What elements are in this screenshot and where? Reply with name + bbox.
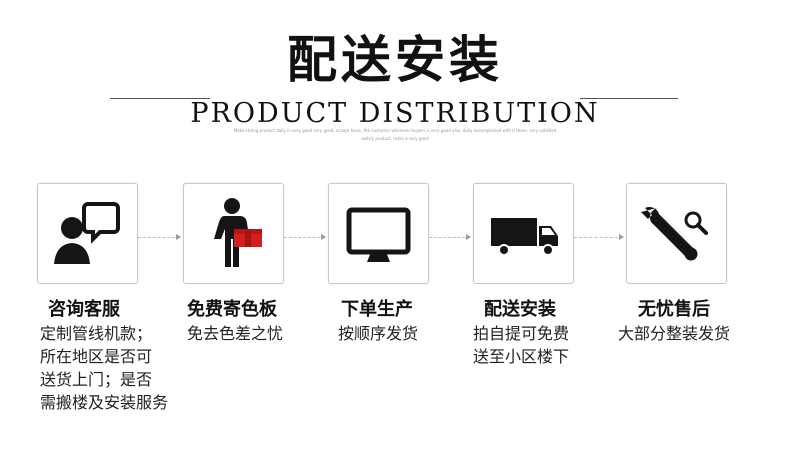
step-box-delivery (473, 183, 574, 284)
arrow-right-icon (321, 234, 326, 240)
arrow-right-icon (176, 234, 181, 240)
divider-left (110, 98, 210, 99)
desc-line: 按顺序发货 (338, 324, 419, 343)
delivery-person-icon (214, 198, 262, 267)
connector-1 (138, 237, 180, 238)
fine-print-line-1: Make strong product daily in very good v… (233, 128, 557, 133)
truck-icon (491, 218, 558, 256)
desc-line: 大部分整装发货 (618, 324, 731, 343)
connector-4 (574, 237, 623, 238)
arrow-right-icon (466, 234, 471, 240)
step-title-delivery: 配送安装 (484, 299, 556, 320)
desc-line: 定制管线机款； (40, 324, 153, 343)
page-title: 配送安装 (287, 31, 503, 89)
step-box-consult (37, 183, 138, 284)
desc-line: 拍自提可免费 (473, 324, 570, 343)
step-box-aftersales (626, 183, 727, 284)
step-desc-delivery: 拍自提可免费 送至小区楼下 (473, 322, 569, 368)
step-box-sample (183, 183, 284, 284)
step-desc-consult: 定制管线机款； 所在地区是否可 送货上门；是否 需搬楼及安装服务 (40, 322, 168, 414)
step-title-production: 下单生产 (341, 299, 413, 320)
step-box-production (328, 183, 429, 284)
desc-line: 需搬楼及安装服务 (40, 393, 169, 412)
wrench-icon (641, 206, 708, 261)
step-desc-production: 按顺序发货 (338, 322, 418, 345)
desc-line: 送货上门；是否 (40, 370, 153, 389)
customer-service-icon (54, 202, 120, 264)
fine-print-line-2: satisfy product, tasks a very good (361, 136, 429, 141)
step-desc-aftersales: 大部分整装发货 (618, 322, 730, 345)
connector-2 (284, 237, 325, 238)
divider-right (580, 98, 678, 99)
desc-line: 所在地区是否可 (40, 347, 153, 366)
monitor-icon (346, 207, 411, 262)
page-subtitle: PRODUCT DISTRIBUTION (190, 98, 600, 129)
step-title-aftersales: 无忧售后 (638, 299, 710, 320)
desc-line: 送至小区楼下 (473, 347, 570, 366)
connector-3 (429, 237, 470, 238)
step-title-consult: 咨询客服 (48, 299, 120, 320)
desc-line: 免去色差之忧 (187, 324, 284, 343)
step-title-sample: 免费寄色板 (187, 299, 277, 320)
step-desc-sample: 免去色差之忧 (187, 322, 283, 345)
arrow-right-icon (619, 234, 624, 240)
